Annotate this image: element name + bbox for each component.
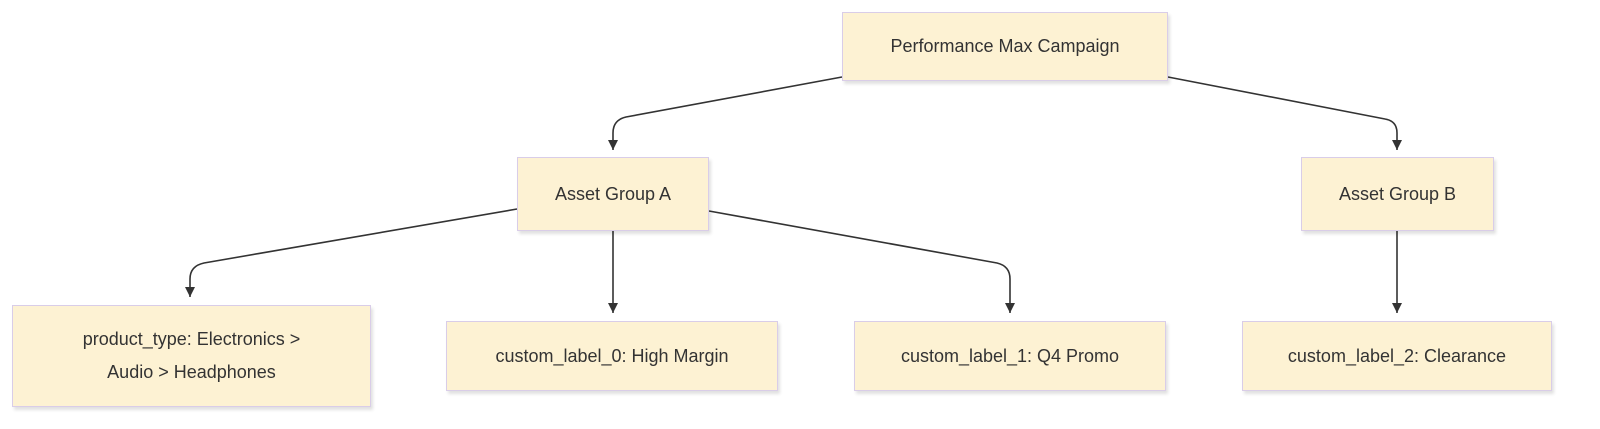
node-label: Asset Group B — [1338, 183, 1457, 204]
edge-group-a-to-product — [185, 208, 518, 297]
node-label: custom_label_1: Q4 Promo — [900, 345, 1120, 366]
node-label: Performance Max Campaign — [890, 36, 1120, 56]
node-performance-max-campaign: Performance Max Campaign — [842, 12, 1168, 81]
node-label: custom_label_0: High Margin — [495, 345, 729, 366]
node-product-type: product_type: Electronics > Audio > Head… — [12, 305, 371, 407]
edge-campaign-to-group-a — [608, 76, 843, 150]
edge-group-a-to-label1 — [708, 210, 1015, 313]
node-custom-label-1: custom_label_1: Q4 Promo — [854, 321, 1166, 391]
node-label-line-1: product_type: Electronics > — [82, 329, 301, 349]
node-label-line-2: Audio > Headphones — [107, 362, 276, 382]
node-label: Asset Group A — [554, 183, 672, 204]
node-custom-label-2: custom_label_2: Clearance — [1242, 321, 1552, 391]
node-asset-group-b: Asset Group B — [1301, 157, 1494, 231]
node-label: product_type: Electronics > Audio > Head… — [83, 323, 301, 389]
node-custom-label-0: custom_label_0: High Margin — [446, 321, 778, 391]
node-label: custom_label_2: Clearance — [1287, 345, 1507, 366]
edge-campaign-to-group-b — [1167, 76, 1402, 150]
node-asset-group-a: Asset Group A — [517, 157, 709, 231]
